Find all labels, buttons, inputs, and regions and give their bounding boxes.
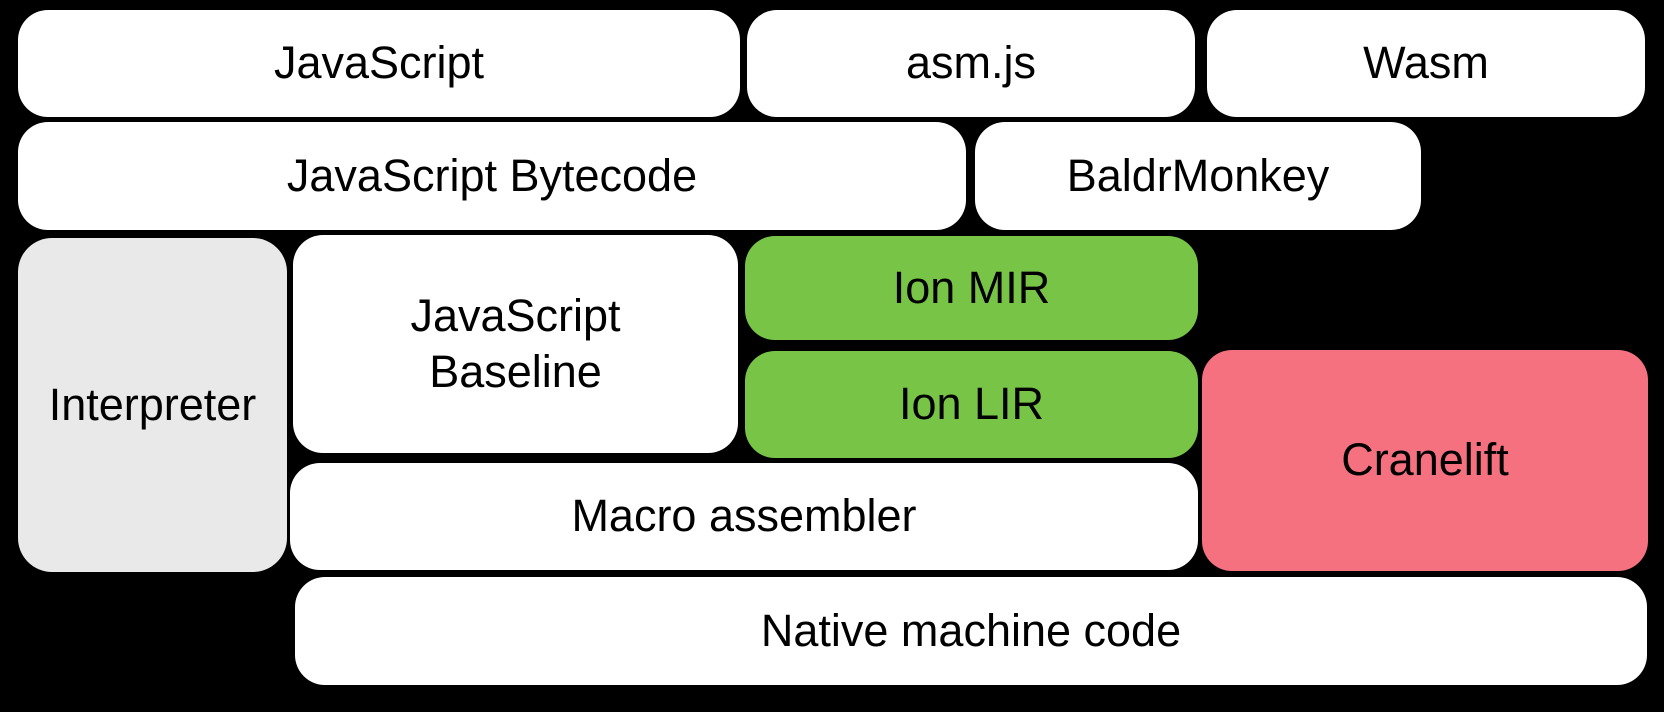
box-macro-assembler: Macro assembler [290,463,1198,570]
box-javascript-baseline-line2: Baseline [429,346,602,397]
box-ion-lir: Ion LIR [745,351,1198,458]
box-baldrmonkey: BaldrMonkey [975,122,1421,230]
box-wasm-label: Wasm [1363,37,1489,89]
box-native-machine-code: Native machine code [295,577,1647,685]
box-javascript-baseline-line1: JavaScript [410,289,621,341]
box-javascript-baseline: JavaScript Baseline [293,235,738,453]
box-ion-mir: Ion MIR [745,236,1198,340]
box-javascript: JavaScript [18,10,740,117]
box-cranelift: Cranelift [1202,350,1648,571]
box-interpreter-label: Interpreter [48,378,257,430]
box-javascript-bytecode-label: JavaScript Bytecode [286,149,698,201]
box-wasm: Wasm [1207,10,1645,117]
box-interpreter: Interpreter [18,238,287,572]
box-javascript-bytecode: JavaScript Bytecode [18,122,966,230]
box-asmjs-label: asm.js [905,37,1036,89]
box-ion-mir-label: Ion MIR [892,261,1051,313]
box-asmjs: asm.js [747,10,1195,117]
box-ion-lir-label: Ion LIR [898,378,1045,430]
box-javascript-label: JavaScript [273,37,485,89]
box-native-machine-code-label: Native machine code [760,604,1182,656]
box-macro-assembler-label: Macro assembler [571,490,917,542]
box-baldrmonkey-label: BaldrMonkey [1066,149,1330,201]
box-cranelift-label: Cranelift [1341,434,1509,486]
